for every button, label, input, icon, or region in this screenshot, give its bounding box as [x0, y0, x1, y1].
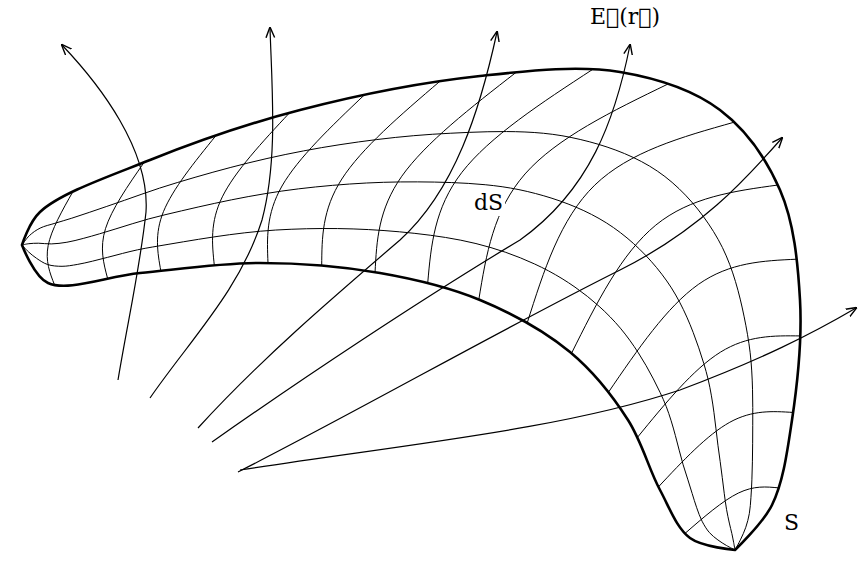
grid-line — [157, 135, 216, 270]
grid-line — [22, 182, 735, 550]
field-line — [238, 138, 782, 472]
grid-line — [267, 95, 364, 263]
grid-line — [22, 229, 735, 550]
field-line — [150, 28, 273, 398]
grid-line — [22, 132, 753, 550]
grid-line — [479, 84, 668, 300]
field-label: E⃗(r⃗) — [588, 4, 662, 30]
field-line — [62, 45, 146, 380]
grid-line — [213, 113, 290, 265]
grid-line — [637, 336, 800, 438]
area-element-label: dS — [472, 190, 505, 216]
grid-line — [428, 69, 593, 283]
field-line — [212, 45, 630, 442]
grid-line — [47, 192, 73, 286]
grid-line — [527, 122, 734, 323]
grid-line — [102, 162, 144, 278]
grid-line — [322, 81, 440, 265]
grid-line — [685, 487, 779, 533]
surface-label: S — [782, 510, 801, 536]
grid-line — [375, 72, 516, 272]
field-line — [198, 32, 497, 428]
surface-outline — [22, 69, 801, 550]
field-line — [240, 308, 856, 470]
grid-line — [608, 259, 796, 392]
